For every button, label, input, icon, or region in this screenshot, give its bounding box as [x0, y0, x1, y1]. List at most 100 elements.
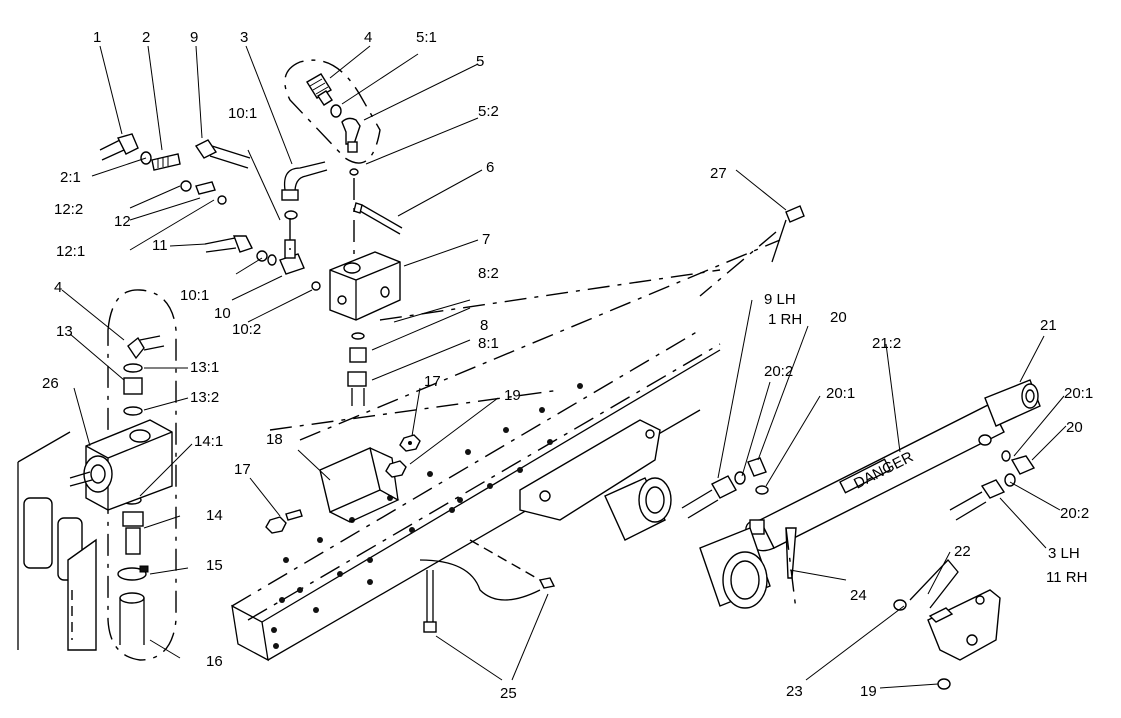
- label-1: 1: [93, 29, 101, 46]
- centerline-pin: [785, 527, 797, 611]
- label-2-1: 2:1: [60, 169, 81, 186]
- elbow-4-left: [127, 335, 165, 360]
- hose-9lh-1rh: [681, 471, 746, 519]
- label-12-1: 12:1: [56, 243, 85, 260]
- oring-13-1: [123, 363, 143, 373]
- tee-10: [279, 239, 321, 291]
- clamp-15: [117, 565, 149, 581]
- label-8-1: 8:1: [478, 335, 499, 352]
- label-14: 14: [206, 507, 223, 524]
- label-12: 12: [114, 213, 131, 230]
- bolt-25a: [423, 570, 437, 633]
- pivot-tube: [699, 527, 771, 609]
- hose-11: [204, 235, 277, 266]
- side-panel-left: [17, 431, 97, 651]
- label-1-rh: 1 RH: [768, 311, 802, 328]
- label-13-1: 13:1: [190, 359, 219, 376]
- label-10-2: 10:2: [232, 321, 261, 338]
- label-3: 3: [240, 29, 248, 46]
- elbow-20-left: [747, 457, 769, 495]
- label-19-bottom: 19: [860, 683, 877, 700]
- label-25: 25: [500, 685, 517, 702]
- label-16: 16: [206, 653, 223, 670]
- label-6: 6: [486, 159, 494, 176]
- label-17-top: 17: [424, 373, 441, 390]
- label-11-rh: 11 RH: [1046, 569, 1087, 586]
- label-5-1: 5:1: [416, 29, 437, 46]
- label-4-left: 4: [54, 279, 62, 296]
- leader-lines: [61, 45, 1067, 689]
- bracket-22: [909, 559, 1001, 661]
- label-11: 11: [152, 237, 168, 254]
- oring-13-2: [123, 406, 143, 416]
- label-8-2: 8:2: [478, 265, 499, 282]
- bracket-18: [319, 447, 400, 523]
- label-17-left: 17: [234, 461, 251, 478]
- label-12-2: 12:2: [54, 201, 83, 218]
- label-24: 24: [850, 587, 867, 604]
- hose-16: [119, 592, 145, 645]
- hose-1: [99, 133, 152, 165]
- valve-7: [329, 251, 401, 321]
- label-20-1-right: 20:1: [1064, 385, 1093, 402]
- adapter-8: [347, 332, 367, 406]
- oring-5-1: [330, 104, 342, 118]
- nut-19-bottom: [937, 678, 951, 690]
- label-23: 23: [786, 683, 803, 700]
- callout-labels: 1 2 9 3 4 5:1 5 5:2 10:1 2:1 12:2 12 12:…: [42, 29, 1093, 702]
- label-9-lh: 9 LH: [764, 291, 796, 308]
- label-3-lh: 3 LH: [1048, 545, 1080, 562]
- label-22: 22: [954, 543, 971, 560]
- hose-3lh-11rh: [949, 473, 1016, 521]
- nut-19-top: [385, 460, 407, 478]
- label-4: 4: [364, 29, 372, 46]
- label-13-2: 13:2: [190, 389, 219, 406]
- nut-17-left: [265, 509, 303, 534]
- label-10: 10: [214, 305, 231, 322]
- bolt-25b: [469, 539, 556, 589]
- label-21-2: 21:2: [872, 335, 901, 352]
- elbow-5: [341, 117, 361, 153]
- label-10-1-top: 10:1: [228, 105, 257, 122]
- label-14-1: 14:1: [194, 433, 223, 450]
- label-21: 21: [1040, 317, 1057, 334]
- label-7: 7: [482, 231, 490, 248]
- label-20-1-left: 20:1: [826, 385, 855, 402]
- label-5-2: 5:2: [478, 103, 499, 120]
- label-2: 2: [142, 29, 150, 46]
- label-20: 20: [830, 309, 847, 326]
- label-15: 15: [206, 557, 223, 574]
- pump-26: [69, 419, 173, 511]
- fitting-2: [151, 153, 181, 171]
- centerline-27: [699, 231, 777, 297]
- label-9: 9: [190, 29, 198, 46]
- label-13: 13: [56, 323, 73, 340]
- bolt-6: [353, 202, 403, 235]
- label-20-2-right: 20:2: [1060, 505, 1089, 522]
- fitting-27: [771, 205, 805, 263]
- fitting-4-top: [306, 73, 333, 106]
- hose-9: [194, 139, 251, 169]
- label-27: 27: [710, 165, 727, 182]
- oring-5-2: [349, 168, 359, 176]
- label-8-visible: 8: [480, 317, 488, 334]
- cylinder-21: DANGER: [745, 379, 1041, 552]
- label-20-2-left: 20:2: [764, 363, 793, 380]
- fitting-12: [180, 180, 227, 205]
- detail-oval-top: [284, 59, 381, 164]
- label-18: 18: [266, 431, 283, 448]
- bolt-23: [893, 599, 907, 611]
- fitting-13: [123, 377, 143, 395]
- label-20-right: 20: [1066, 419, 1083, 436]
- hose-3: [281, 161, 328, 220]
- frame-rail: [231, 239, 781, 662]
- frame-curve: [419, 559, 541, 601]
- cylinder-mount-plate: [519, 419, 672, 541]
- label-19-top: 19: [504, 387, 521, 404]
- detail-capsule-left: [107, 289, 177, 661]
- label-5: 5: [476, 53, 484, 70]
- label-26: 26: [42, 375, 59, 392]
- label-10-1: 10:1: [180, 287, 209, 304]
